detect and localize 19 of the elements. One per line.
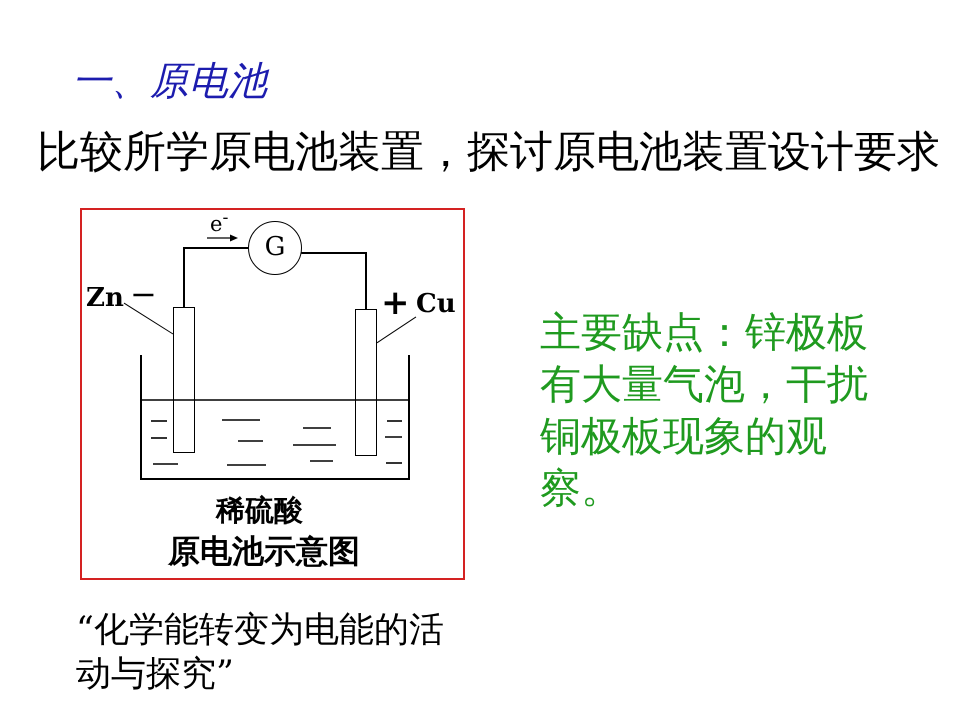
subtitle: 比较所学原电池装置，探讨原电池装置设计要求 <box>37 126 940 179</box>
wire <box>183 247 248 307</box>
electron-label: e$^{-}$ <box>210 207 228 237</box>
wire <box>302 252 367 309</box>
galvanometer-symbol: G <box>248 221 302 275</box>
leader-line <box>376 316 416 344</box>
caption-text: “化学能转变为电能的活动与探究” <box>76 609 445 696</box>
note-text: 主要缺点：锌极板有大量气泡，干扰铜极板现象的观察。 <box>540 307 869 514</box>
electrode-label: Cu <box>416 289 460 319</box>
electrode-label: Zn <box>86 283 124 313</box>
solution-label: 稀硫酸 <box>216 492 303 528</box>
electrode-plate <box>355 309 377 456</box>
polarity-sign: + <box>381 284 410 322</box>
figure-caption: 原电池示意图 <box>168 531 360 571</box>
polarity-sign: − <box>130 276 157 312</box>
leader-line <box>124 302 174 334</box>
figure-panel <box>80 208 465 580</box>
slide-title: 一、原电池 <box>72 58 267 106</box>
electrode-plate <box>173 307 195 453</box>
